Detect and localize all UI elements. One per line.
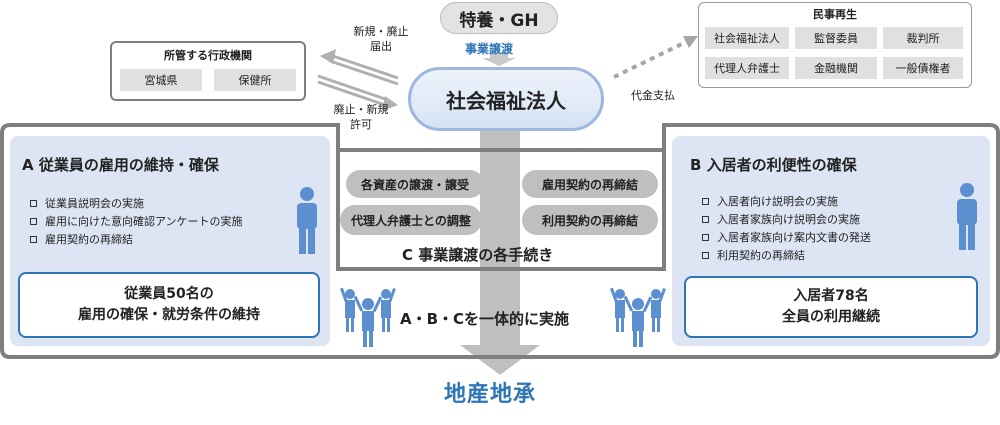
civil-box: 民事再生 社会福祉法人 監督委員 裁判所 代理人弁護士 金融機関 一般債権者: [698, 2, 972, 88]
section-b-summary-line2: 全員の利用継続: [782, 309, 880, 325]
c-item-asset-transfer: 各資産の譲渡・譲受: [346, 170, 484, 198]
civil-chip-1: 監督委員: [795, 27, 877, 49]
section-b-title: B 入居者の利便性の確保: [690, 156, 857, 174]
section-b-summary: 入居者78名 全員の利用継続: [684, 276, 978, 338]
admin-arrow-upper: [320, 49, 399, 86]
c-frame: [336, 148, 666, 271]
payment-label: 代金支払: [631, 89, 675, 102]
section-b: B 入居者の利便性の確保 入居者向け説明会の実施 入居者家族向け説明会の実施 入…: [672, 136, 990, 346]
section-a: A 従業員の雇用の維持・確保 従業員説明会の実施 雇用に向けた意向確認アンケート…: [10, 136, 330, 346]
admin-chip-health-center: 保健所: [214, 69, 296, 91]
payment-arrow-head: [683, 36, 698, 48]
admin-title: 所管する行政機関: [164, 49, 252, 62]
civil-chip-3: 代理人弁護士: [705, 57, 789, 79]
lower-arrow-line1: 廃止・新規: [333, 103, 389, 116]
bullet-square: [30, 217, 37, 225]
payment-dotted-arrow: [613, 39, 689, 79]
civil-chip-2: 裁判所: [883, 27, 963, 49]
list-item: 入居者家族向け案内文書の発送: [702, 228, 871, 246]
transfer-label: 事業譲渡: [465, 42, 514, 56]
c-item-usage-contract: 利用契約の再締結: [522, 205, 658, 235]
list-item: 雇用に向けた意向確認アンケートの実施: [30, 212, 243, 230]
civil-title: 民事再生: [813, 8, 857, 21]
list-item: 利用契約の再締結: [702, 246, 871, 264]
top-pill: 特養・GH: [440, 2, 558, 34]
bullet-square: [702, 251, 709, 259]
small-down-arrow: [482, 52, 516, 66]
bullet-text: 雇用契約の再締結: [45, 233, 133, 246]
section-a-title: A 従業員の雇用の維持・確保: [22, 156, 219, 174]
list-item: 入居者家族向け説明会の実施: [702, 210, 871, 228]
upper-arrow-line1: 新規・廃止: [353, 25, 409, 38]
bullet-square: [30, 199, 37, 207]
c-item-employment-contract: 雇用契約の再締結: [522, 170, 658, 198]
group-left-icon: [340, 287, 396, 347]
employee-person-icon: [297, 187, 317, 254]
bullet-text: 入居者向け説明会の実施: [717, 195, 838, 208]
group-right-icon: [610, 287, 666, 347]
bullet-square: [702, 197, 709, 205]
civil-chip-5: 一般債権者: [883, 57, 963, 79]
section-a-summary: 従業員50名の 雇用の確保・就労条件の維持: [18, 272, 320, 338]
civil-chip-0: 社会福祉法人: [705, 27, 789, 49]
section-a-summary-line2: 雇用の確保・就労条件の維持: [78, 307, 260, 323]
bullet-square: [30, 235, 37, 243]
list-item: 入居者向け説明会の実施: [702, 192, 871, 210]
bullet-square: [702, 233, 709, 241]
section-a-bullets: 従業員説明会の実施 雇用に向けた意向確認アンケートの実施 雇用契約の再締結: [30, 194, 243, 248]
bullet-text: 入居者家族向け説明会の実施: [717, 213, 860, 226]
upper-arrow-line2: 届出: [370, 40, 392, 53]
admin-box: 所管する行政機関 宮城県 保健所: [110, 41, 306, 101]
lower-arrow-label: 廃止・新規 許可: [316, 102, 406, 132]
bullet-square: [702, 215, 709, 223]
bullet-text: 雇用に向けた意向確認アンケートの実施: [45, 215, 243, 228]
outer-frame: [0, 123, 1000, 359]
section-c-title: C 事業譲渡の各手続き: [402, 246, 554, 264]
list-item: 従業員説明会の実施: [30, 194, 243, 212]
list-item: 雇用契約の再締結: [30, 230, 243, 248]
resident-person-icon: [957, 183, 977, 250]
final-label: 地産地承: [444, 382, 537, 407]
bullet-text: 利用契約の再締結: [717, 249, 805, 262]
section-b-summary-line1: 入居者78名: [793, 288, 869, 304]
section-b-bullets: 入居者向け説明会の実施 入居者家族向け説明会の実施 入居者家族向け案内文書の発送…: [702, 192, 871, 264]
bullet-text: 従業員説明会の実施: [45, 197, 144, 210]
upper-arrow-label: 新規・廃止 届出: [336, 24, 426, 54]
civil-chip-4: 金融機関: [795, 57, 877, 79]
section-a-summary-line1: 従業員50名の: [124, 286, 214, 302]
admin-chip-prefecture: 宮城県: [120, 69, 202, 91]
admin-arrow-lower: [317, 74, 398, 111]
main-arrow-shaft: [480, 128, 520, 348]
bullet-text: 入居者家族向け案内文書の発送: [717, 231, 871, 244]
main-arrow-head: [460, 345, 540, 375]
lower-arrow-line2: 許可: [350, 118, 372, 131]
c-item-lawyer-coordination: 代理人弁護士との調整: [340, 205, 482, 235]
center-entity: 社会福祉法人: [408, 67, 604, 131]
integration-label: A・B・Cを一体的に実施: [400, 310, 570, 328]
